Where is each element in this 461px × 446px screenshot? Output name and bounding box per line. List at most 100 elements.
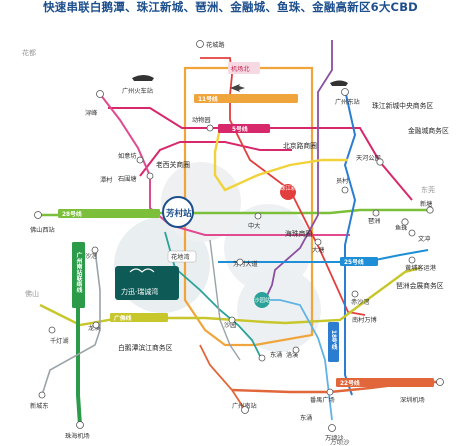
svg-text:动物园: 动物园 [192, 116, 211, 124]
svg-text:珠江新城: 珠江新城 [280, 184, 303, 192]
svg-text:中大: 中大 [248, 222, 260, 230]
svg-text:广佛线: 广佛线 [114, 314, 132, 322]
svg-text:机场北: 机场北 [231, 65, 250, 73]
station-nancun-wanbo: 南村万博 [352, 316, 377, 324]
station-zhuhai-airport: 珠海机场 [65, 421, 90, 440]
tag-line-22: 22号线 [336, 378, 434, 387]
tag-line-11: 11号线 [194, 94, 298, 103]
zone-haizhu: 海珠商圈 [285, 229, 312, 238]
station-shajiao: 沙滘 [85, 246, 99, 260]
svg-text:佛山西站: 佛山西站 [30, 226, 55, 234]
project-badge: 力迅·瑞诚湾 [115, 266, 179, 300]
svg-text:琶洲: 琶洲 [368, 218, 380, 225]
svg-text:新城东: 新城东 [30, 402, 49, 410]
tag-line-gz-south-link: 广州南站联络线 [72, 242, 85, 308]
station-yuzhu: 鱼珠 [395, 218, 409, 232]
compass-east: 东莞 [421, 185, 435, 194]
svg-text:芳村大道: 芳村大道 [233, 260, 258, 268]
svg-text:沙园站: 沙园站 [254, 296, 271, 304]
zone-finance-city: 金融城商务区 [408, 126, 449, 135]
svg-text:花城路: 花城路 [206, 41, 225, 49]
line-purple [264, 40, 333, 301]
svg-text:石围塘: 石围塘 [118, 175, 137, 183]
station-longxi: 龙溪 [88, 321, 100, 332]
svg-text:番禺广场: 番禺广场 [310, 396, 335, 404]
svg-text:花地湾: 花地湾 [171, 253, 190, 261]
svg-text:潭村: 潭村 [100, 176, 112, 184]
svg-text:如意坊: 如意坊 [118, 152, 137, 160]
hub-station: 芳村站 [162, 196, 194, 228]
tag-line-5: 5号线 [218, 124, 270, 133]
station-guangzhou-east: 广州东站 [335, 88, 360, 106]
zone-laoxiguan: 老西关商圈 [156, 160, 190, 169]
line-5 [108, 107, 413, 201]
svg-text:员村: 员村 [336, 177, 348, 185]
station-chishajiao: 赤沙滘 [351, 290, 370, 306]
station-huadiwan: 花地湾 [167, 250, 197, 263]
svg-text:11号线: 11号线 [198, 95, 218, 103]
bubble-shayuan [237, 268, 321, 352]
svg-text:东涌: 东涌 [270, 351, 282, 359]
station-guangzhou-railway: 广州火车站 [96, 87, 153, 98]
svg-text:18号线: 18号线 [330, 330, 337, 351]
station-xinchengdong: 新城东 [30, 391, 49, 410]
svg-text:广州火车站: 广州火车站 [122, 87, 153, 95]
zone-zhujiang-cbd: 珠江新城中央商务区 [372, 101, 433, 110]
line-pink [99, 93, 350, 236]
tag-line-28: 28号线 [58, 209, 160, 218]
svg-text:赤沙滘: 赤沙滘 [351, 298, 370, 306]
svg-text:龙溪: 龙溪 [88, 324, 100, 332]
station-panyu-square: 番禺广场 [310, 388, 335, 404]
station-shayuan-hub: 沙园站 [254, 292, 271, 308]
compass-south: 万顷沙 [330, 438, 350, 446]
station-wenchong: 文冲 [408, 229, 430, 243]
zone-beijinglu: 北京路商圈 [283, 141, 317, 150]
station-yuancun: 员村 [336, 177, 349, 194]
station-guangzhou-south: 广州南站 [232, 402, 257, 414]
station-huangpu-port: 黄埔客运港 [405, 256, 437, 272]
station-shenzhen-airport: 深圳机场 [400, 378, 444, 404]
tag-line-guangfo: 广佛线 [110, 313, 168, 322]
station-shiweitang: 石围塘 [118, 172, 154, 183]
station-ruyifang: 如意坊 [118, 152, 144, 164]
station-qiandenghu: 千灯湖 [48, 326, 69, 345]
station-dongyong-south: 东涌 [300, 414, 312, 422]
station-datang: 大塘 [312, 238, 324, 254]
svg-text:洛溪: 洛溪 [286, 351, 298, 359]
svg-text:22号线: 22号线 [340, 379, 360, 387]
station-tianhe-park: 天河公园 [356, 154, 384, 166]
station-airport-north: 机场北 [228, 62, 260, 74]
station-shayuan: 沙园 [224, 316, 236, 329]
station-zoo: 动物园 [192, 116, 214, 132]
station-pazhou: 琶洲 [368, 209, 380, 225]
svg-text:万顷沙: 万顷沙 [325, 434, 344, 442]
station-foshan-west: 佛山西站 [30, 211, 55, 234]
svg-text:千灯湖: 千灯湖 [50, 337, 69, 345]
svg-text:南村万博: 南村万博 [352, 316, 377, 324]
line-22-branch [199, 344, 246, 411]
svg-text:大塘: 大塘 [312, 246, 324, 254]
station-dongyong: 东涌 [258, 351, 282, 362]
svg-text:25号线: 25号线 [344, 258, 364, 266]
svg-text:广州南站联络线: 广州南站联络线 [75, 251, 83, 294]
line-grey-mid [209, 239, 241, 361]
compass-west: 佛山 [25, 289, 39, 298]
station-xunfeng: 浔峰 [85, 109, 97, 117]
station-huacheng: 花城路 [196, 40, 225, 49]
svg-text:新塘: 新塘 [420, 200, 432, 208]
station-zhujiang-new-town: 珠江新城 [280, 184, 303, 200]
tag-line-18: 18号线 [328, 322, 339, 362]
line-5-branch [139, 141, 292, 177]
line-18 [343, 89, 357, 396]
train-icon [132, 75, 348, 86]
line-lightblue [262, 299, 333, 421]
svg-text:深圳机场: 深圳机场 [400, 396, 425, 404]
station-luoxi: 洛溪 [286, 346, 300, 359]
svg-text:浔峰: 浔峰 [85, 109, 97, 117]
svg-text:广州东站: 广州东站 [335, 98, 360, 106]
station-xintang: 新塘 [420, 200, 434, 214]
station-zhongda: 中大 [248, 212, 262, 230]
svg-text:5号线: 5号线 [232, 125, 248, 133]
svg-text:沙园: 沙园 [224, 322, 236, 329]
